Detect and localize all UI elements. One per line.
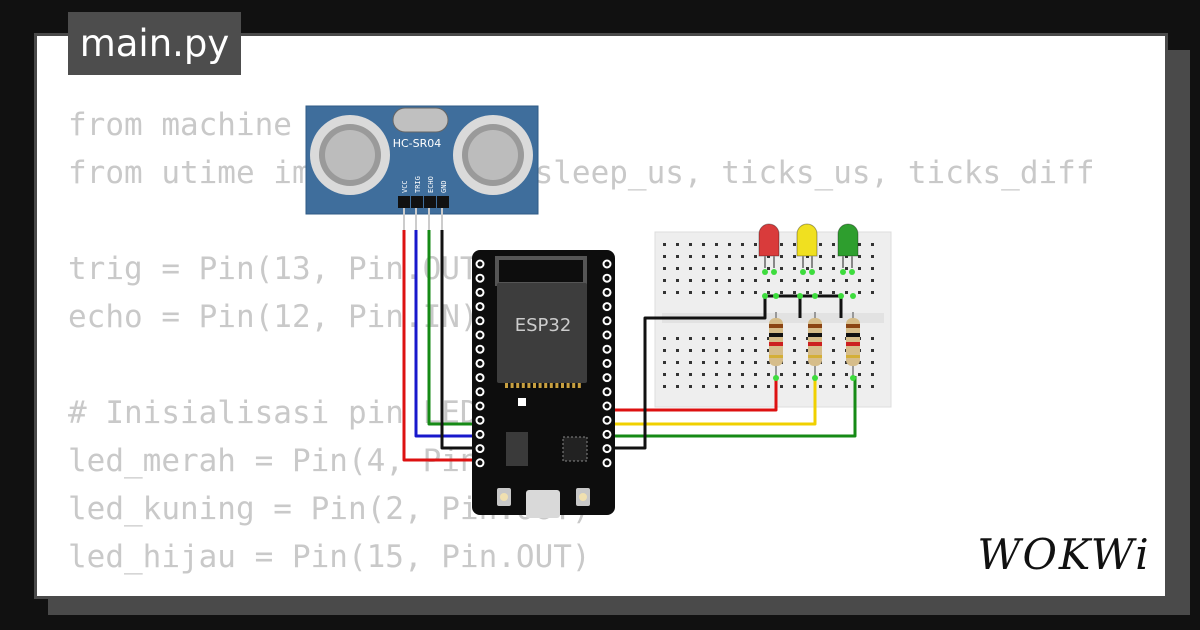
wire-trig — [414, 230, 472, 438]
led-green — [837, 223, 859, 268]
led-red — [758, 223, 780, 268]
wokwi-logo: WOKWi — [978, 530, 1150, 579]
usb-chip — [562, 436, 588, 462]
wire-echo — [427, 230, 472, 426]
code-line: # Inisialisasi pin LED — [68, 395, 479, 431]
connection-dots — [762, 269, 856, 381]
ultrasonic-sensor: HC-SR04 VCC TRIG ECHO GND — [305, 105, 539, 230]
wire-green-led — [615, 376, 857, 438]
usb-port — [526, 490, 560, 518]
wire-vcc — [402, 230, 472, 462]
svg-text:WOKWi: WOKWi — [978, 530, 1150, 579]
sensor-pin-label: ECHO — [427, 176, 435, 193]
esp32-chip — [497, 283, 587, 383]
code-line: led_hijau = Pin(15, Pin.OUT) — [68, 539, 591, 575]
sensor-pin-label: TRIG — [414, 176, 422, 193]
sensor-pin-label: VCC — [401, 180, 409, 193]
resistor — [769, 312, 783, 378]
crystal-oscillator — [392, 107, 449, 133]
code-line: from utime import sleep, sleep_us, ticks… — [68, 155, 1095, 191]
code-line: echo = Pin(12, Pin.IN) — [68, 299, 479, 335]
resistor — [846, 312, 860, 378]
sensor-model-label: HC-SR04 — [393, 137, 442, 150]
voltage-regulator — [506, 432, 528, 466]
resistor — [808, 312, 822, 378]
wire-red-led — [615, 376, 778, 412]
wire-gnd — [440, 230, 472, 450]
file-tab[interactable]: main.py — [68, 12, 241, 75]
wires — [402, 230, 857, 462]
wire-yellow-led — [615, 376, 817, 426]
sensor-pin-label: GND — [440, 180, 448, 193]
esp32-board: ESP32 — [472, 250, 615, 518]
esp32-label: ESP32 — [515, 315, 572, 336]
led-yellow — [796, 223, 818, 268]
